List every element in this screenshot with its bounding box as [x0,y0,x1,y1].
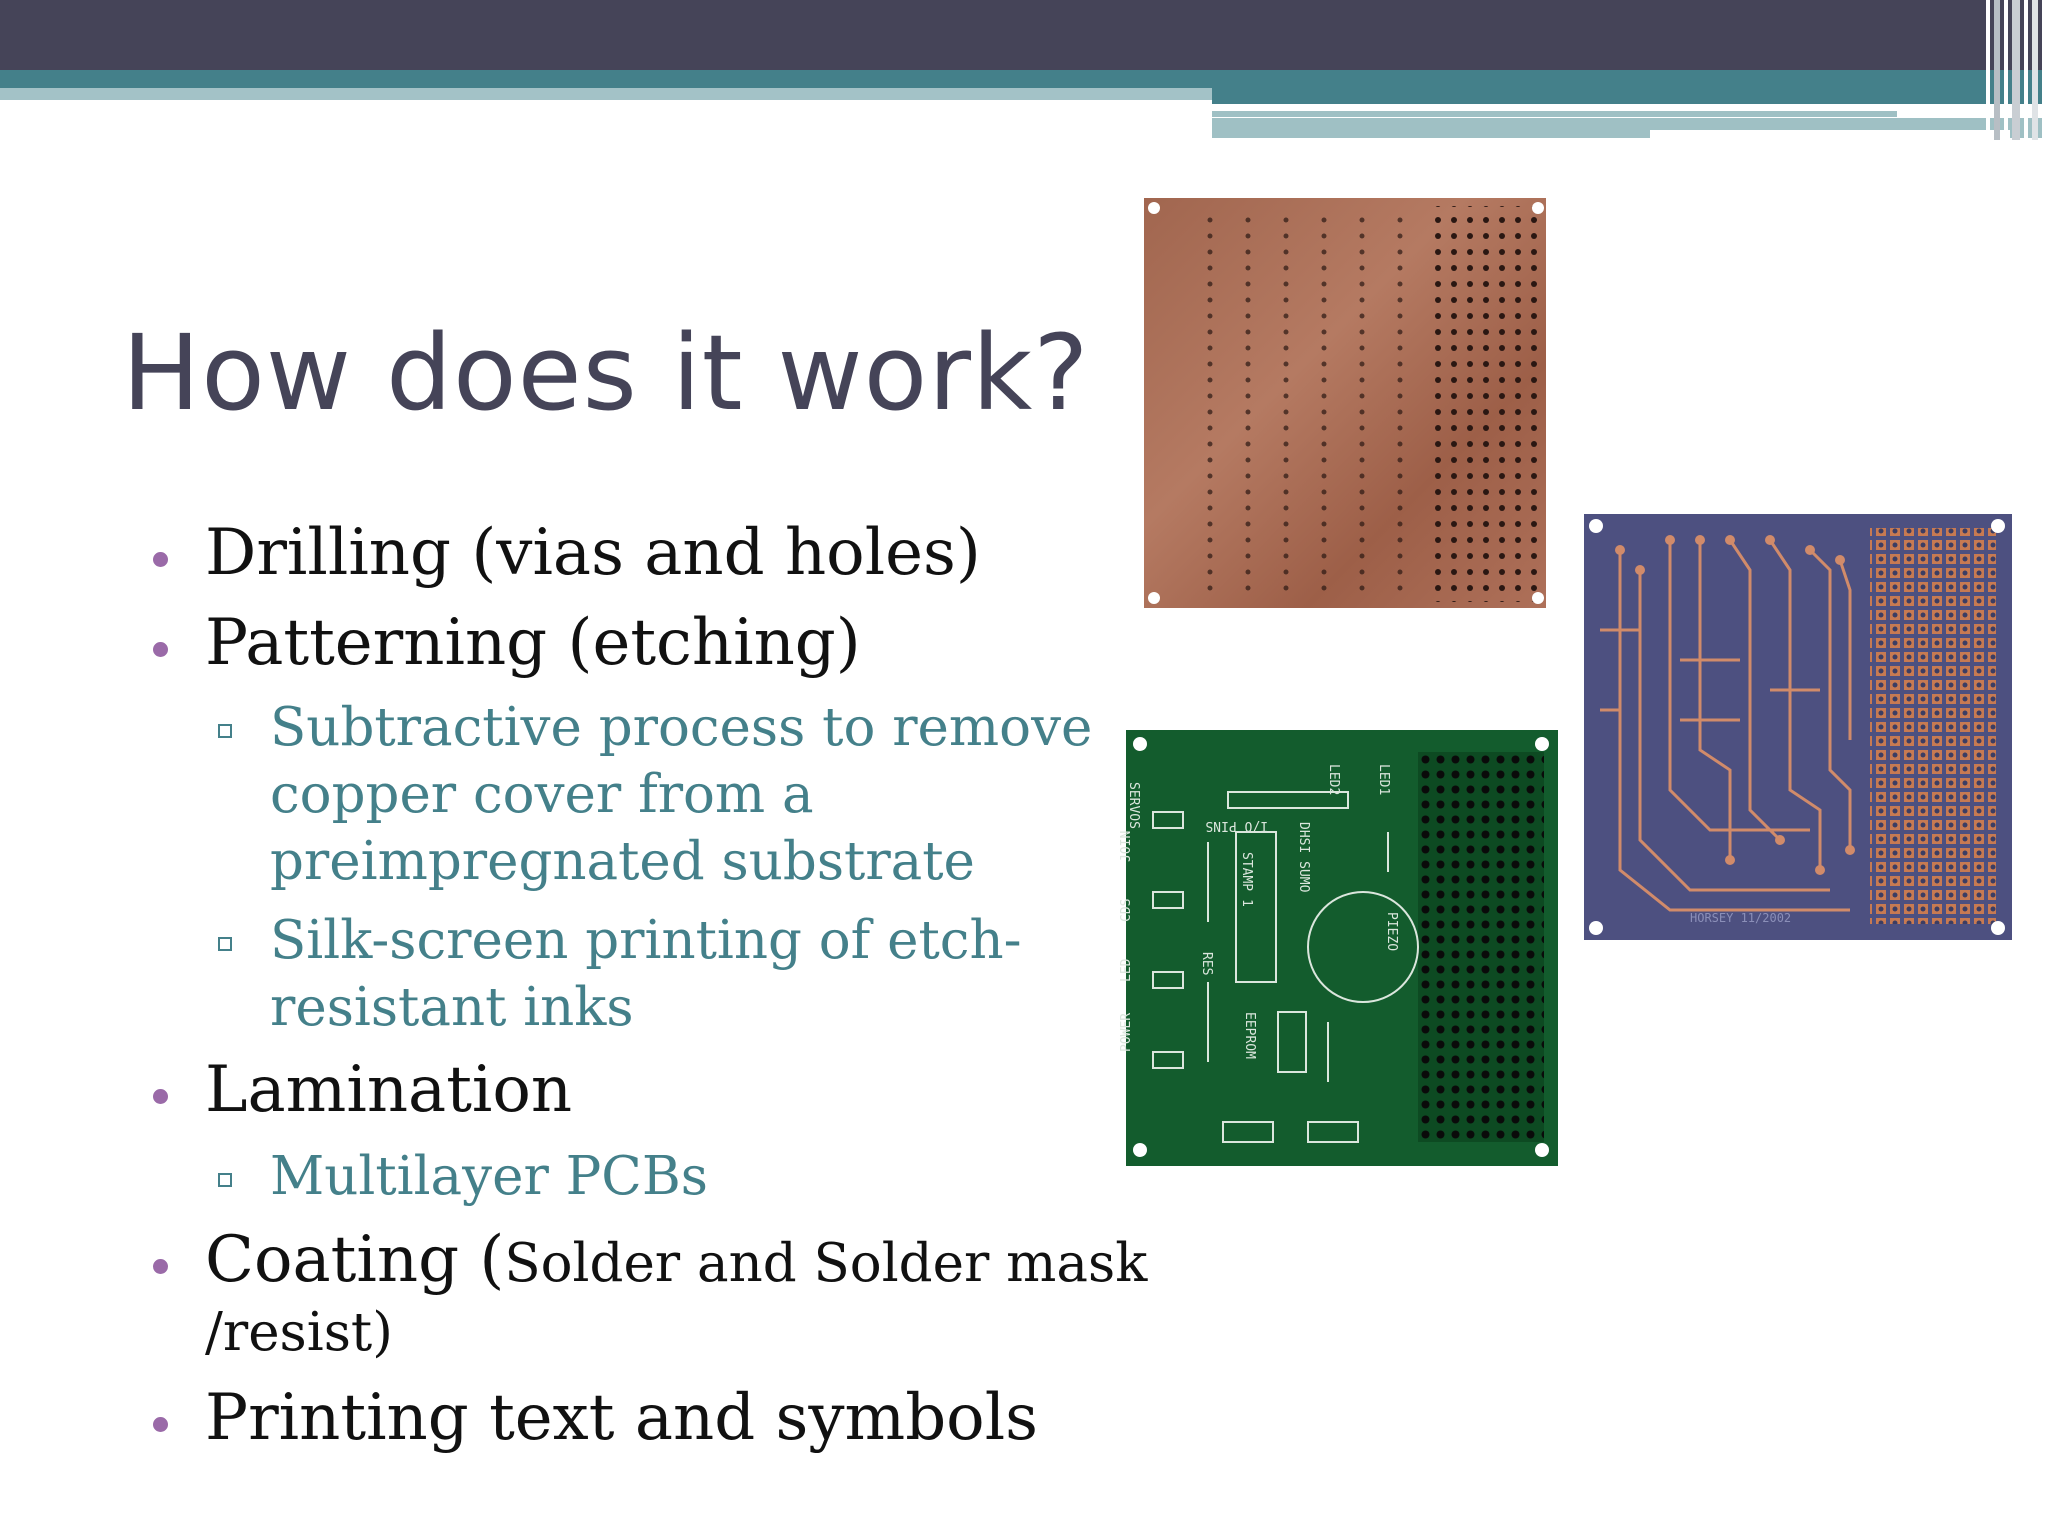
sub-bullet-subtractive-line3: preimpregnated substrate [270,831,975,892]
header-vertical-stripes [1986,0,2048,140]
green-pcb-image: SERVOS I/O PINS STAMP 1 EEPROM PIEZO LED… [1118,722,1574,1174]
blue-trace-pcb-icon: HORSEY 11/2002 [1580,510,2016,946]
svg-text:EEPROM: EEPROM [1242,1012,1257,1059]
blue-board-silkscreen: HORSEY 11/2002 [1690,911,1791,925]
header-gap-2 [1650,130,2010,138]
sub-bullet-marker [218,724,232,738]
header-band-dark [0,0,2048,70]
svg-text:STAMP 1: STAMP 1 [1239,852,1254,907]
svg-text:RES: RES [1199,952,1214,975]
svg-text:JOIN: JOIN [1119,831,1134,862]
svg-text:LED: LED [1119,958,1134,982]
sub-bullet-silkscreen-line1: Silk-screen printing of etch- [270,910,1022,971]
svg-text:I/O PINS: I/O PINS [1205,818,1268,833]
bullet-dot [153,1417,168,1432]
bullet-drilling: Drilling (vias and holes) [205,516,981,590]
svg-text:CDS: CDS [1119,899,1134,922]
header-band-light [0,88,1212,100]
svg-text:SERVOS: SERVOS [1126,782,1141,829]
bullet-coating-detail: Solder and Solder mask [504,1233,1148,1294]
bullet-dot [153,642,168,657]
bullet-coating: Coating (Solder and Solder mask [205,1223,1147,1297]
bullet-coating-main: Coating ( [205,1223,505,1297]
header-gap [1212,104,2048,112]
copper-pcb-image [1126,180,1562,616]
header-thin-line [1212,111,1897,117]
sub-bullet-marker [218,1173,232,1187]
bullet-lamination: Lamination [205,1053,573,1127]
blue-pcb-image: HORSEY 11/2002 [1580,510,2016,946]
sub-bullet-multilayer: Multilayer PCBs [270,1146,709,1207]
bare-copper-pcb-icon [1126,180,1562,616]
sub-bullet-subtractive-line1: Subtractive process to remove [270,697,1093,758]
svg-text:POWER: POWER [1119,1013,1134,1052]
bullet-printing: Printing text and symbols [205,1381,1038,1455]
svg-text:LED1: LED1 [1376,764,1391,795]
header-band-teal [0,70,2048,88]
bullet-coating-cont: /resist) [205,1302,393,1363]
bullet-dot [153,1089,168,1104]
svg-text:DHSI SUMO: DHSI SUMO [1296,822,1311,893]
slide-title: How does it work? [122,312,1090,434]
sub-bullet-silkscreen-line2: resistant inks [270,977,634,1038]
bullet-dot [153,552,168,567]
svg-text:LED2: LED2 [1326,764,1341,795]
bullet-dot [153,1259,168,1274]
sub-bullet-marker [218,937,232,951]
bullet-patterning: Patterning (etching) [205,606,861,680]
header-band-teal-right [1212,88,2048,104]
svg-text:PIEZO: PIEZO [1384,912,1399,951]
sub-bullet-subtractive-line2: copper cover from a [270,764,814,825]
green-soldermask-pcb-icon: SERVOS I/O PINS STAMP 1 EEPROM PIEZO LED… [1118,722,1574,1174]
